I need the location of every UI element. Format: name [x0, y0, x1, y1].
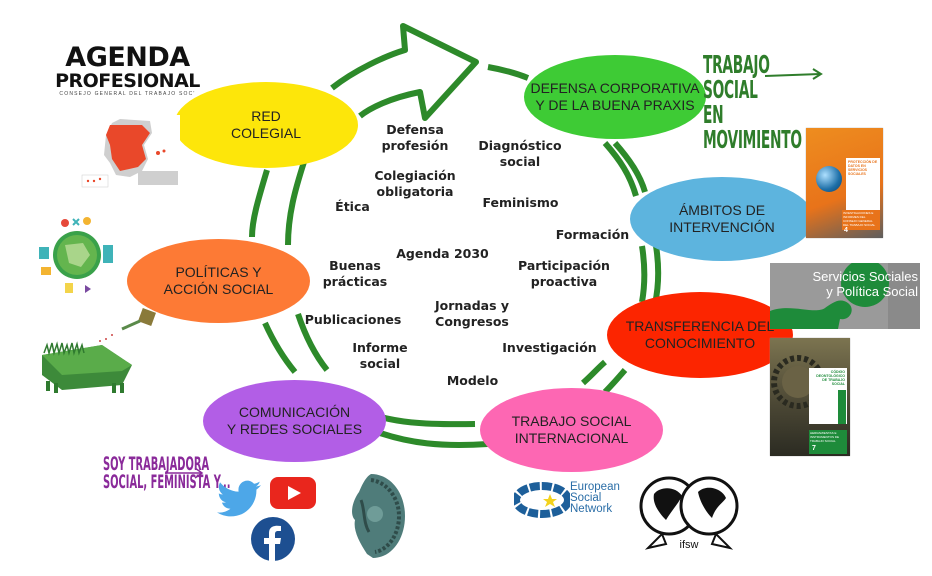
keyword-informe-social: Informe social [352, 340, 408, 371]
node-comunicacion-label: COMUNICACIÓN Y REDES SOCIALES [226, 404, 363, 437]
node-transferencia-conocimiento: TRANSFERENCIA DEL CONOCIMIENTO [607, 292, 793, 378]
book2-bar [838, 390, 846, 424]
keyword-defensa-profesion: Defensa profesión [381, 122, 449, 153]
keyword-etica: Ética [335, 199, 370, 214]
sustainable-globe-image [39, 217, 113, 293]
node-internacional-label: TRABAJO SOCIAL INTERNACIONAL [511, 413, 632, 446]
book-proteccion-datos: PROTECCIÓN DE DATOS EN SERVICIOS SOCIALE… [806, 128, 883, 238]
node-red-colegial-label: RED COLEGIAL [230, 108, 302, 141]
keyword-colegiacion-obligatoria: Colegiación obligatoria [374, 168, 456, 199]
ring-arc-arrow-defensa [487, 64, 530, 81]
green-land-image [42, 308, 156, 393]
node-red-colegial: RED COLEGIAL [174, 82, 358, 168]
esn-logo-text: European Social Network [570, 481, 620, 515]
spain-map-image [80, 115, 180, 190]
twitter-icon[interactable] [217, 480, 261, 518]
book1-number: 4 [844, 227, 848, 234]
servicios-sociales-text: Servicios Sociales y Política Social [812, 269, 919, 299]
node-politicas-accion-social: POLÍTICAS Y ACCIÓN SOCIAL [127, 239, 310, 323]
node-trabajo-social-internacional: TRABAJO SOCIAL INTERNACIONAL [480, 388, 663, 472]
ring-arc-lowerleft-inner [295, 313, 330, 372]
book1-subtitle: INVESTIGACIONES E INFORMES DEL CONSEJO G… [842, 210, 880, 230]
medal-bust-image [352, 474, 405, 558]
node-comunicacion-redes: COMUNICACIÓN Y REDES SOCIALES [203, 380, 386, 462]
ring-arc-lowerleft-outer [262, 321, 298, 374]
keyword-modelo: Modelo [446, 373, 499, 388]
globe-icon [816, 166, 842, 192]
youtube-icon[interactable] [270, 477, 316, 509]
agenda-logo-line1: AGENDA [65, 42, 190, 73]
ring-arc-lowerright-inner [602, 368, 628, 395]
node-ambitos-label: ÁMBITOS DE INTERVENCIÓN [669, 202, 775, 235]
agenda-logo-line3: CONSEJO GENERAL DEL TRABAJO SOC' [59, 91, 196, 97]
agenda-profesional-logo: AGENDA PROFESIONAL CONSEJO GENERAL DEL T… [55, 42, 200, 97]
keyword-feminismo: Feminismo [482, 195, 559, 210]
servicios-sociales-logo: Servicios Sociales y Política Social [770, 263, 920, 329]
ring-arc-right-inner [652, 245, 662, 305]
ring-arc-upperright-inner [612, 141, 648, 193]
arrow-right-icon [765, 68, 823, 80]
node-transferencia-label: TRANSFERENCIA DEL CONOCIMIENTO [625, 318, 775, 351]
ring-arc-left-inner [285, 161, 307, 246]
book2-number: 7 [812, 445, 816, 452]
keyword-formacion: Formación [555, 227, 630, 242]
keyword-agenda-2030: Agenda 2030 [396, 246, 489, 261]
keyword-diagnostico-social: Diagnóstico social [478, 138, 562, 169]
ring-arc-upperright-outer [602, 141, 639, 197]
keyword-participacion-proactiva: Participación proactiva [518, 258, 610, 289]
ifsw-text: ifsw [680, 539, 699, 551]
keyword-buenas-practicas: Buenas prácticas [322, 258, 388, 289]
ring-arc-right-outer [639, 245, 648, 303]
ring-arc-lowerright-outer [581, 359, 607, 386]
keyword-investigacion: Investigación [502, 340, 597, 355]
servicios-sociales-shape [770, 263, 920, 329]
node-defensa-corporativa: DEFENSA CORPORATIVA Y DE LA BUENA PRAXIS [524, 55, 706, 139]
european-social-network-icon [514, 482, 570, 518]
node-ambitos-intervencion: ÁMBITOS DE INTERVENCIÓN [630, 177, 814, 261]
book-codigo-deontologico: CÓDIGO DEONTOLÓGICO DE TRABAJO SOCIAL HE… [770, 338, 850, 456]
book1-title: PROTECCIÓN DE DATOS EN SERVICIOS SOCIALE… [846, 158, 880, 210]
agenda-logo-line2: PROFESIONAL [55, 70, 200, 92]
node-defensa-label: DEFENSA CORPORATIVA Y DE LA BUENA PRAXIS [530, 80, 700, 113]
trabajo-social-movimiento-logo: TRABAJO SOCIAL EN MOVIMIENTO [703, 50, 802, 154]
ring-arc-bottom-inner [379, 430, 489, 448]
facebook-icon[interactable] [251, 517, 295, 561]
keyword-jornadas-congresos: Jornadas y Congresos [434, 298, 510, 329]
book2-subtitle: HERRAMIENTAS E INSTRUMENTOS DE TRABAJO S… [809, 430, 847, 454]
cycle-arrow [330, 23, 479, 121]
ring-arc-left-outer [249, 169, 270, 238]
keyword-publicaciones: Publicaciones [304, 312, 402, 327]
arrow-right-icon [165, 467, 204, 479]
ifsw-logo: ifsw [639, 476, 739, 551]
node-politicas-label: POLÍTICAS Y ACCIÓN SOCIAL [163, 264, 274, 297]
